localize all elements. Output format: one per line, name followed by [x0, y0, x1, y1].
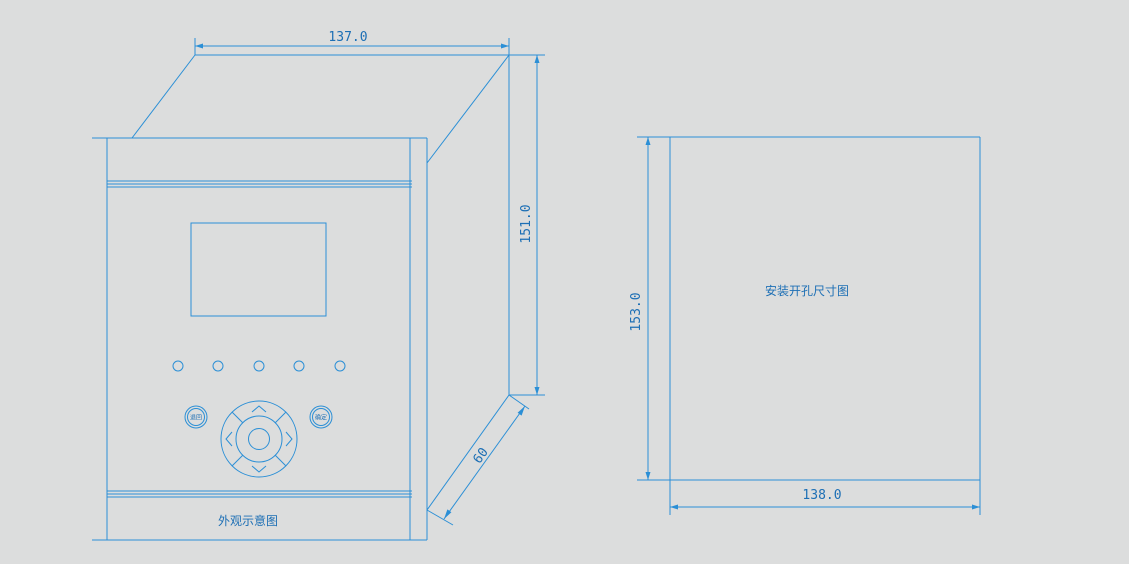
- device-outline: [92, 54, 510, 541]
- arrow-head-icon: [517, 406, 525, 416]
- ok-button-ring: [309, 405, 333, 429]
- arrow-left-icon: [670, 504, 678, 510]
- cutout-view-caption: 安装开孔尺寸图: [765, 283, 849, 298]
- dimension-label-cutout-height: 153.0: [629, 292, 644, 331]
- arrow-right-icon: [972, 504, 980, 510]
- back-button-label: 退回: [190, 414, 202, 422]
- dimension-label-height: 151.0: [519, 204, 534, 243]
- arrow-right-icon: [501, 43, 509, 49]
- keypad-outer-ring: [220, 400, 298, 478]
- keypad-center-key: [248, 428, 270, 450]
- back-button-ring: [184, 405, 208, 429]
- dimension-depth: 60: [426, 394, 530, 526]
- keypad-divider: [274, 411, 287, 424]
- perspective-top-left: [131, 54, 196, 139]
- chevron-up-icon: [251, 405, 267, 413]
- front-view-caption: 外观示意图: [218, 513, 278, 528]
- extension-line: [426, 509, 454, 526]
- dimension-cutout-width: 138.0: [670, 488, 980, 510]
- arrow-down-icon: [645, 472, 651, 480]
- back-button-inner-ring: [187, 408, 205, 426]
- led-indicator: [293, 360, 305, 372]
- dimension-label-cutout-width: 138.0: [802, 488, 841, 503]
- ok-button-label: 确定: [315, 414, 327, 422]
- cutout-view: 安装开孔尺寸图: [637, 136, 981, 515]
- led-indicator: [212, 360, 224, 372]
- keypad-divider: [231, 411, 244, 424]
- trim-strips: [107, 180, 412, 498]
- lcd-display: [190, 222, 327, 317]
- keypad-divider: [274, 454, 287, 467]
- led-indicators: [172, 360, 346, 372]
- led-indicator: [334, 360, 346, 372]
- ok-button: 确定: [309, 405, 333, 429]
- arrow-head-icon: [444, 509, 452, 519]
- chevron-left-icon: [225, 431, 233, 447]
- back-button: 退回: [184, 405, 208, 429]
- arrow-up-icon: [645, 137, 651, 145]
- led-indicator: [253, 360, 265, 372]
- dimension-cutout-height: 153.0: [629, 137, 651, 480]
- chevron-right-icon: [285, 431, 293, 447]
- perspective-bottom-right: [426, 394, 510, 511]
- arrow-down-icon: [534, 387, 540, 395]
- direction-keypad: [220, 400, 298, 478]
- led-indicator: [172, 360, 184, 372]
- keypad-inner-ring: [235, 415, 283, 463]
- perspective-top-right: [426, 54, 510, 164]
- chevron-down-icon: [251, 465, 267, 473]
- ok-button-inner-ring: [312, 408, 330, 426]
- extension-line: [508, 394, 530, 410]
- dimension-label-top-width: 137.0: [328, 30, 367, 45]
- arrow-left-icon: [195, 43, 203, 49]
- keypad-divider: [231, 454, 244, 467]
- arrow-up-icon: [534, 55, 540, 63]
- dimension-height: 151.0: [509, 54, 545, 396]
- dimension-top-width: 137.0: [194, 30, 510, 55]
- dimension-line: [443, 405, 526, 520]
- dimension-label-depth: 60: [470, 445, 491, 466]
